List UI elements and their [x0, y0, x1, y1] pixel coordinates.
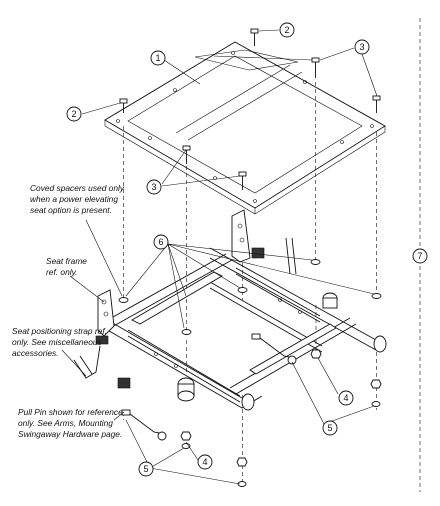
pull-pins — [121, 333, 297, 441]
svg-text:2: 2 — [284, 25, 289, 35]
callout-3-middle: 3 — [146, 179, 162, 195]
note-seat-frame: Seat frame ref. only. — [46, 256, 87, 277]
svg-text:only. See miscellaneous: only. See miscellaneous — [12, 337, 103, 347]
callout-6: 6 — [153, 234, 169, 250]
leader-lines — [61, 29, 378, 485]
seat-pan — [104, 41, 386, 215]
svg-text:4: 4 — [343, 393, 348, 403]
svg-text:3: 3 — [359, 42, 364, 52]
svg-text:6: 6 — [158, 237, 163, 247]
svg-text:Pull Pin shown for reference: Pull Pin shown for reference — [18, 407, 123, 417]
callout-3-top: 3 — [354, 39, 370, 55]
svg-text:Coved spacers used only: Coved spacers used only — [30, 183, 125, 193]
nuts-and-washers — [180, 349, 382, 487]
note-strap: Seat positioning strap ref. only. See mi… — [12, 326, 107, 358]
seat-strap — [73, 237, 297, 389]
svg-text:5: 5 — [327, 423, 332, 433]
callout-4-right: 4 — [338, 390, 354, 406]
seat-frame — [95, 209, 387, 411]
svg-text:1: 1 — [155, 53, 160, 63]
svg-text:ref. only.: ref. only. — [46, 267, 78, 277]
screw-right-edge — [372, 95, 381, 113]
callout-5-bottom: 5 — [138, 461, 154, 477]
note-coved-spacers: Coved spacers used only when a power ele… — [30, 183, 125, 215]
svg-text:Seat positioning strap ref.: Seat positioning strap ref. — [12, 326, 107, 336]
callout-1: 1 — [150, 50, 166, 66]
svg-text:Seat frame: Seat frame — [46, 256, 87, 266]
svg-text:only. See Arms, Mounting: only. See Arms, Mounting — [18, 418, 113, 428]
screw-middle-left — [182, 145, 191, 164]
svg-text:Swingaway Hardware page.: Swingaway Hardware page. — [18, 429, 122, 439]
svg-text:7: 7 — [417, 251, 422, 261]
callout-4-bottom: 4 — [197, 454, 213, 470]
svg-text:4: 4 — [202, 457, 207, 467]
callout-5-right: 5 — [322, 420, 338, 436]
callout-2-left: 2 — [66, 106, 82, 122]
screw-left — [119, 98, 128, 113]
callout-2-top: 2 — [279, 22, 295, 38]
svg-text:2: 2 — [71, 109, 76, 119]
screw-middle — [238, 171, 247, 190]
screw-top-center — [250, 28, 259, 46]
svg-text:3: 3 — [151, 182, 156, 192]
callout-7: 7 — [412, 248, 428, 264]
svg-text:when a power elevating: when a power elevating — [30, 194, 118, 204]
note-pull-pin: Pull Pin shown for reference only. See A… — [18, 407, 123, 439]
svg-text:accessories.: accessories. — [12, 348, 59, 358]
svg-text:seat option is present.: seat option is present. — [30, 205, 112, 215]
screw-top-right — [311, 57, 320, 78]
coved-spacers — [118, 259, 382, 335]
svg-text:5: 5 — [143, 464, 148, 474]
